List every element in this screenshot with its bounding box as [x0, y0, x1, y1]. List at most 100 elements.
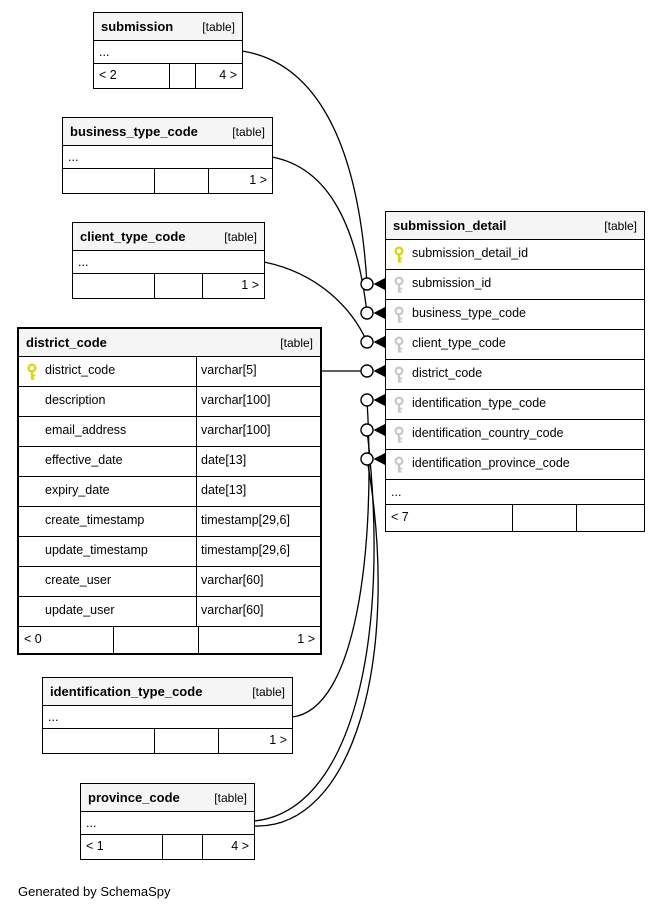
table-header: business_type_code [table] [63, 118, 272, 145]
column-row: client_type_code [386, 329, 644, 359]
column-name: create_timestamp [45, 513, 145, 527]
relation-province-code-province [253, 458, 379, 827]
table-title[interactable]: province_code [88, 790, 180, 805]
parent-count: < 1 [86, 839, 104, 853]
column-name: district_code [45, 363, 116, 377]
column-name: identification_country_code [412, 426, 564, 440]
footer-spacer [169, 64, 196, 88]
child-count: 1 > [297, 632, 315, 646]
fk-endpoint-circle [360, 452, 374, 466]
footer-spacer [162, 835, 203, 859]
table-header: client_type_code [table] [73, 223, 264, 250]
fk-arrowhead [373, 423, 386, 437]
table-title[interactable]: submission_detail [393, 218, 507, 233]
column-type: varchar[5] [196, 357, 320, 386]
child-count: 4 > [231, 839, 249, 853]
column-row: district_code varchar[5] [19, 356, 320, 386]
fk-endpoint-circle [360, 364, 374, 378]
table-business-type-code: business_type_code [table] ... 1 > [62, 117, 273, 194]
footer-spacer [154, 169, 209, 193]
footer-spacer [113, 627, 199, 653]
column-type: timestamp[29,6] [196, 507, 320, 536]
column-name: description [45, 393, 106, 407]
column-name: effective_date [45, 453, 123, 467]
table-title[interactable]: submission [101, 19, 174, 34]
column-name: create_user [45, 573, 112, 587]
table-header: identification_type_code [table] [43, 678, 292, 705]
column-row: identification_province_code [386, 449, 644, 479]
column-name: email_address [45, 423, 127, 437]
primary-key-icon [386, 240, 412, 269]
table-identification-type-code: identification_type_code [table] ... 1 > [42, 677, 293, 754]
parent-count: < 2 [99, 68, 117, 82]
column-row: update_user varchar[60] [19, 596, 320, 626]
column-row: email_address varchar[100] [19, 416, 320, 446]
table-client-type-code: client_type_code [table] ... 1 > [72, 222, 265, 299]
column-type: varchar[100] [196, 417, 320, 446]
foreign-key-icon [386, 450, 412, 479]
fk-arrowhead [373, 306, 386, 320]
column-name: client_type_code [412, 336, 506, 350]
collapsed-columns: ... [63, 145, 272, 168]
table-tag: [table] [202, 19, 235, 34]
relation-province-code-country [253, 429, 375, 822]
fk-arrowhead [373, 393, 386, 407]
column-name: identification_type_code [412, 396, 547, 410]
column-name: submission_detail_id [412, 246, 529, 260]
column-row: submission_detail_id [386, 239, 644, 269]
table-tag: [table] [214, 790, 247, 805]
footer-spacer [154, 729, 219, 753]
foreign-key-icon [386, 420, 412, 449]
column-row: district_code [386, 359, 644, 389]
child-count [577, 505, 644, 531]
column-row: identification_type_code [386, 389, 644, 419]
table-header: submission [table] [94, 13, 242, 40]
table-tag: [table] [252, 684, 285, 699]
column-row: identification_country_code [386, 419, 644, 449]
foreign-key-icon [386, 330, 412, 359]
fk-endpoint-circle [360, 335, 374, 349]
column-row: expiry_date date[13] [19, 476, 320, 506]
column-type: timestamp[29,6] [196, 537, 320, 566]
table-footer: 1 > [63, 168, 272, 193]
fk-arrowhead [373, 364, 386, 378]
parent-count [63, 169, 154, 193]
table-footer: < 2 4 > [94, 63, 242, 88]
table-title[interactable]: business_type_code [70, 124, 198, 139]
table-tag: [table] [232, 124, 265, 139]
column-row: business_type_code [386, 299, 644, 329]
parent-count: < 0 [24, 632, 42, 646]
column-type: varchar[60] [196, 567, 320, 596]
fk-arrowhead [373, 335, 386, 349]
table-title[interactable]: identification_type_code [50, 684, 203, 699]
table-tag: [table] [604, 218, 637, 233]
table-title[interactable]: district_code [26, 335, 107, 350]
column-type: varchar[100] [196, 387, 320, 416]
child-count: 1 > [241, 278, 259, 292]
column-row: submission_id [386, 269, 644, 299]
relation-submission [241, 50, 368, 285]
table-tag: [table] [224, 229, 257, 244]
table-header: province_code [table] [81, 784, 254, 811]
foreign-key-icon [386, 270, 412, 299]
table-province-code: province_code [table] ... < 1 4 > [80, 783, 255, 860]
fk-endpoint-circle [360, 306, 374, 320]
table-submission: submission [table] ... < 2 4 > [93, 12, 243, 89]
collapsed-columns: ... [386, 479, 644, 504]
column-name: district_code [412, 366, 483, 380]
column-name: update_user [45, 603, 115, 617]
column-row: update_timestamp timestamp[29,6] [19, 536, 320, 566]
collapsed-columns: ... [43, 705, 292, 728]
column-type: date[13] [196, 447, 320, 476]
collapsed-columns: ... [94, 40, 242, 63]
fk-arrowhead [373, 277, 386, 291]
table-title[interactable]: client_type_code [80, 229, 186, 244]
parent-count [73, 274, 154, 298]
table-header: district_code [table] [19, 329, 320, 356]
column-name: identification_province_code [412, 456, 570, 470]
generator-note: Generated by SchemaSpy [18, 884, 171, 899]
parent-count: < 7 [391, 510, 409, 524]
table-footer: 1 > [73, 273, 264, 298]
table-tag: [table] [280, 335, 313, 350]
